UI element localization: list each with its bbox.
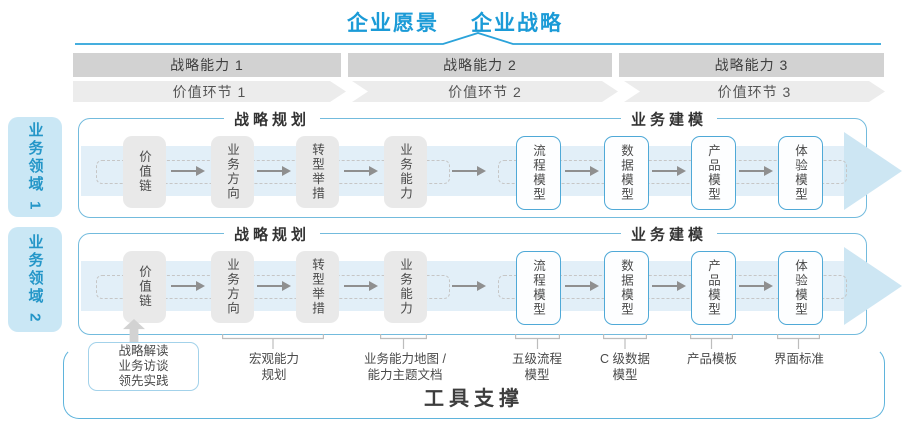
flow-box-initiatives: 转型举措 xyxy=(296,136,339,208)
value-link-arrow-1: 价值环节 1 xyxy=(73,81,346,102)
annotation-label-capability-map: 业务能力地图 / 能力主题文档 xyxy=(364,351,446,383)
annotation-line: 模型 xyxy=(612,368,638,382)
flow-box-capability: 业务能力 xyxy=(384,251,427,323)
vision-title: 企业愿景 xyxy=(347,12,439,35)
flow-band-arrowhead-icon xyxy=(844,132,902,210)
dashed-group-modeling xyxy=(498,275,847,299)
flow-arrow-icon xyxy=(171,166,205,176)
annotation-line: 能力主题文档 xyxy=(367,368,443,382)
flow-arrow-icon xyxy=(344,166,378,176)
capability-bar-label: 战略能力 3 xyxy=(714,57,789,73)
flow-box-process-model: 流程模型 xyxy=(516,251,561,325)
flow-box-data-model: 数据模型 xyxy=(604,251,649,325)
value-link-label: 价值环节 1 xyxy=(172,83,247,100)
flow-box-direction: 业务方向 xyxy=(211,251,254,323)
brace-icon xyxy=(690,334,733,349)
flow-arrow-icon xyxy=(452,166,486,176)
capability-bar-label: 战略能力 1 xyxy=(170,57,244,73)
brace-icon xyxy=(777,334,820,349)
flow-box-capability: 业务能力 xyxy=(384,136,427,208)
domain-label-1: 业务领域 1 xyxy=(8,117,62,217)
flow-arrow-icon xyxy=(652,281,686,291)
inputs-box: 战略解读 业务访谈 领先实践 xyxy=(88,342,199,391)
section-header-modeling: 业务建模 xyxy=(620,108,718,130)
flow-box-exp-model: 体验模型 xyxy=(778,251,823,325)
capability-bar-3: 战略能力 3 xyxy=(619,53,884,77)
value-link-arrow-3: 价值环节 3 xyxy=(624,81,885,102)
annotation-label-data-model: C 级数据 模型 xyxy=(600,351,650,383)
domain-label-2: 业务领域 2 xyxy=(8,227,62,332)
flow-arrow-icon xyxy=(452,281,486,291)
brace-icon xyxy=(515,334,560,349)
annotation-line: 产品模板 xyxy=(686,352,738,366)
capability-bar-1: 战略能力 1 xyxy=(73,53,341,77)
flow-arrow-icon xyxy=(565,166,599,176)
page-title: 企业愿景 企业战略 xyxy=(0,7,910,37)
annotation-line: 五级流程 xyxy=(511,352,563,366)
flow-box-value-chain: 价值链 xyxy=(123,136,166,208)
section-header-modeling: 业务建模 xyxy=(620,223,718,245)
flow-box-direction: 业务方向 xyxy=(211,136,254,208)
inputs-box-line: 领先实践 xyxy=(118,374,169,388)
value-link-label: 价值环节 2 xyxy=(448,83,522,100)
strategy-title: 企业战略 xyxy=(471,12,563,35)
value-link-label: 价值环节 3 xyxy=(717,83,792,100)
brace-icon xyxy=(603,334,647,349)
section-header-planning: 战略规划 xyxy=(223,108,321,130)
dashed-group-modeling xyxy=(498,160,847,184)
flow-arrow-icon xyxy=(739,166,773,176)
tool-support-container: 工具支撑 xyxy=(63,347,885,419)
flow-arrow-icon xyxy=(565,281,599,291)
flow-arrow-icon xyxy=(739,281,773,291)
annotation-label-ui-standard: 界面标准 xyxy=(774,351,824,367)
brace-icon xyxy=(222,334,324,349)
brace-icon xyxy=(380,334,427,349)
flow-box-process-model: 流程模型 xyxy=(516,136,561,210)
annotation-line: 宏观能力 xyxy=(248,352,300,366)
annotation-label-product-template: 产品模板 xyxy=(687,351,737,367)
flow-arrow-icon xyxy=(257,166,291,176)
flow-arrow-icon xyxy=(652,166,686,176)
annotation-label-process-model: 五级流程 模型 xyxy=(512,351,562,383)
capability-bar-2: 战略能力 2 xyxy=(348,53,612,77)
value-link-arrow-2: 价值环节 2 xyxy=(352,81,618,102)
flow-box-product-model: 产品模型 xyxy=(691,251,736,325)
flow-box-data-model: 数据模型 xyxy=(604,136,649,210)
annotation-line: 业务能力地图 / xyxy=(364,352,446,366)
annotation-line: 规划 xyxy=(261,368,287,382)
annotation-line: C 级数据 xyxy=(599,352,651,366)
section-header-planning: 战略规划 xyxy=(223,223,321,245)
flow-arrow-icon xyxy=(171,281,205,291)
top-connector-line xyxy=(75,32,881,45)
dashed-group-planning xyxy=(96,160,450,184)
dashed-group-planning xyxy=(96,275,450,299)
flow-box-product-model: 产品模型 xyxy=(691,136,736,210)
flow-box-exp-model: 体验模型 xyxy=(778,136,823,210)
annotation-line: 界面标准 xyxy=(773,352,825,366)
flow-box-initiatives: 转型举措 xyxy=(296,251,339,323)
flow-arrow-icon xyxy=(344,281,378,291)
inputs-box-line: 业务访谈 xyxy=(118,359,169,373)
annotation-line: 模型 xyxy=(524,368,550,382)
flow-box-value-chain: 价值链 xyxy=(123,251,166,323)
flow-band-arrowhead-icon xyxy=(844,247,902,325)
flow-panel-domain-1: 价值链 业务方向 转型举措 业务能力 流程模型 数据模型 产品模型 体验模型 战… xyxy=(78,108,902,218)
inputs-box-line: 战略解读 xyxy=(118,344,169,358)
flow-arrow-icon xyxy=(257,281,291,291)
capability-bar-label: 战略能力 2 xyxy=(443,57,517,73)
flow-panel-domain-2: 价值链 业务方向 转型举措 业务能力 流程模型 数据模型 产品模型 体验模型 战… xyxy=(78,223,902,335)
annotation-label-macro-capability: 宏观能力 规划 xyxy=(249,351,299,383)
tool-support-label: 工具支撑 xyxy=(424,388,524,410)
